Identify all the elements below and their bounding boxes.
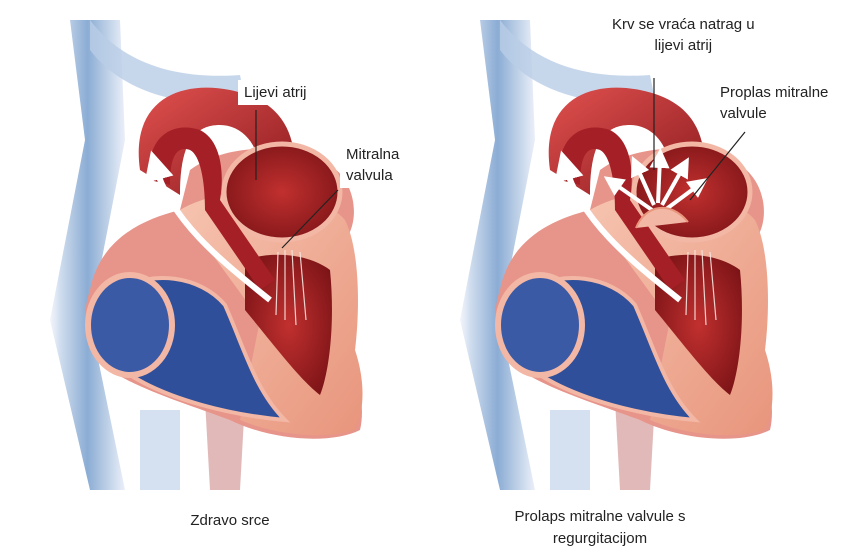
label-mitral-valve: Mitralna valvula: [340, 142, 405, 188]
label-prolapse: Proplas mitralne valvule: [714, 80, 834, 126]
healthy-heart-illustration: [30, 20, 363, 490]
caption-healthy-heart: Zdravo srce: [150, 510, 310, 532]
caption-prolapse-heart: Prolaps mitralne valvule s regurgitacijo…: [480, 506, 720, 550]
label-left-atrium: Lijevi atrij: [238, 80, 313, 105]
label-backflow: Krv se vraća natrag u lijevi atrij: [606, 12, 761, 58]
